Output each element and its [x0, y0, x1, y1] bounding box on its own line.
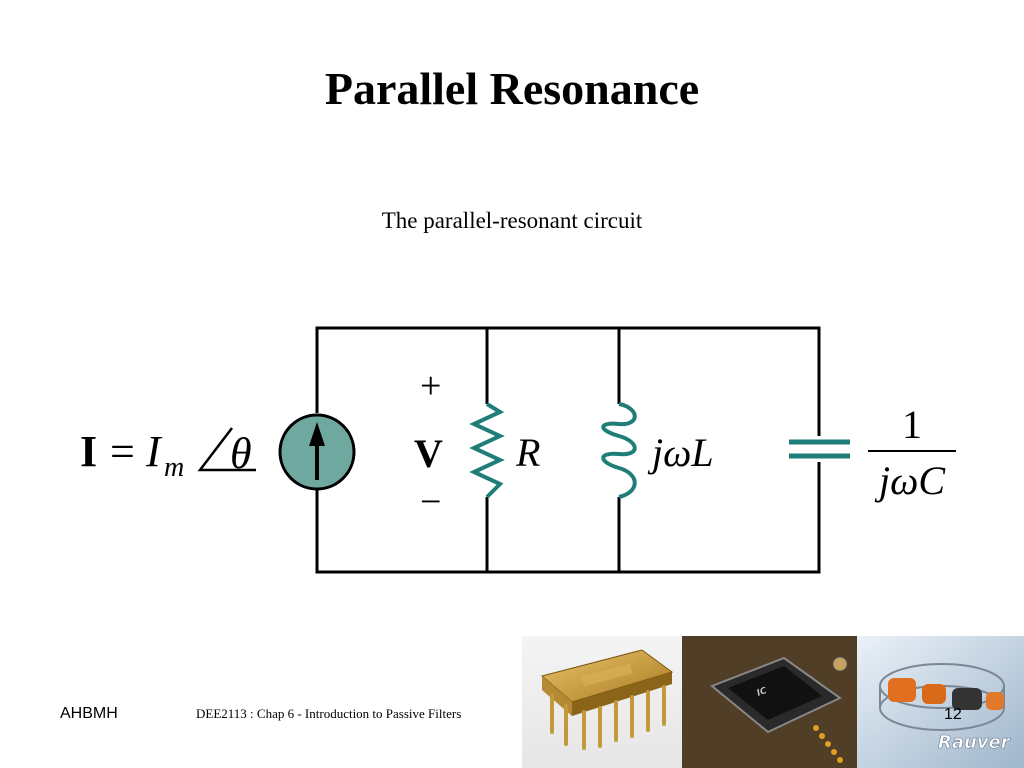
- component-cage-photo: Rauver: [857, 636, 1024, 768]
- resistor-symbol: [469, 402, 505, 499]
- capacitor-symbol: [786, 436, 852, 462]
- source-label-equals: =: [110, 427, 135, 476]
- dip-chip-photo: [522, 636, 682, 768]
- source-label-magnitude: I: [145, 427, 163, 476]
- inductor-label: jωL: [647, 430, 714, 475]
- footer-page-number: 12: [944, 706, 962, 723]
- plcc-chip-photo: IC: [682, 636, 857, 768]
- circuit-wires: [315, 326, 821, 574]
- current-source-arrowhead: [309, 422, 325, 446]
- outer-loop-wire: [315, 326, 821, 574]
- chip-photo-strip: IC Rauver: [522, 636, 1024, 768]
- capacitor-label-denominator: jωC: [874, 458, 946, 503]
- brand-logo-text: Rauver: [938, 732, 1011, 753]
- capacitor-label-numerator: 1: [902, 402, 922, 447]
- source-label-I: I: [80, 427, 97, 476]
- slide-subtitle: The parallel-resonant circuit: [381, 208, 643, 233]
- voltage-plus: +: [420, 365, 441, 407]
- slide-title: Parallel Resonance: [324, 63, 700, 114]
- voltage-label: V: [414, 431, 443, 476]
- source-label-subscript: m: [164, 452, 184, 483]
- svg-text:IC: IC: [756, 686, 769, 699]
- capacitor-label: 1 jωC: [868, 402, 956, 503]
- angle-symbol: [197, 427, 256, 472]
- voltage-minus: −: [420, 481, 441, 523]
- voltage-labels: + V −: [414, 365, 443, 523]
- current-source: [278, 413, 356, 491]
- footer-author: AHBMH: [60, 705, 118, 722]
- resistor-label: R: [515, 430, 540, 475]
- inductor-symbol: [601, 402, 637, 499]
- footer-course-title: DEE2113 : Chap 6 - Introduction to Passi…: [196, 706, 462, 721]
- source-label: I = I m θ: [80, 427, 256, 483]
- source-label-theta: θ: [230, 429, 252, 478]
